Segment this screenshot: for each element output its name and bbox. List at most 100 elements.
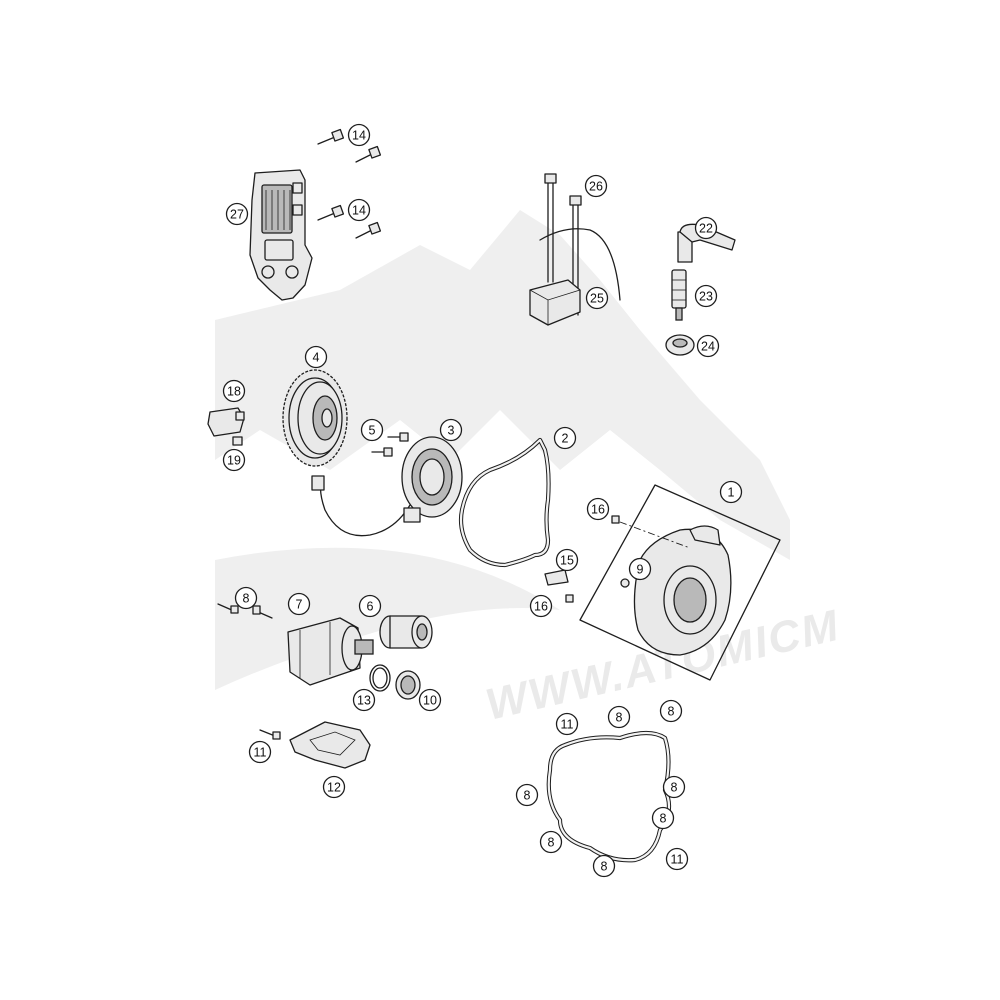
callout-label: 6 [367, 600, 374, 614]
callout-label: 2 [562, 432, 569, 446]
nut-part-19 [232, 436, 243, 446]
callout-14: 14 [347, 198, 371, 222]
callout-circle [225, 202, 249, 226]
callout-circle [694, 284, 718, 308]
callout-8: 8 [607, 705, 631, 729]
callout-circle [322, 775, 346, 799]
callout-circle [607, 705, 631, 729]
callout-label: 11 [561, 718, 574, 732]
callout-24: 24 [696, 334, 720, 358]
callout-22: 22 [694, 216, 718, 240]
bolt-part-5 [371, 432, 409, 457]
stator-part-3 [311, 436, 463, 537]
callout-label: 7 [296, 598, 303, 612]
callout-circle [352, 688, 376, 712]
callout-circle [360, 418, 384, 442]
clip-part-15 [544, 569, 569, 586]
sensor-part-18 [207, 407, 245, 437]
callout-label: 8 [243, 592, 250, 606]
callout-label: 8 [601, 860, 608, 874]
callout-1: 1 [719, 480, 743, 504]
callout-label: 14 [352, 204, 366, 218]
callout-circle [696, 334, 720, 358]
callout-circle [553, 426, 577, 450]
callout-label: 8 [671, 781, 678, 795]
callout-circle [358, 594, 382, 618]
callout-label: 24 [701, 340, 715, 354]
callout-7: 7 [287, 592, 311, 616]
callout-circle [586, 497, 610, 521]
bushing-part-10 [395, 670, 421, 700]
callout-circle [555, 548, 579, 572]
callout-circle [694, 216, 718, 240]
callout-circle [539, 830, 563, 854]
callout-23: 23 [694, 284, 718, 308]
callout-circle [222, 448, 246, 472]
callout-label: 12 [327, 781, 341, 795]
callout-8: 8 [234, 586, 258, 610]
o-ring-part-13 [369, 664, 391, 692]
callout-8: 8 [651, 806, 675, 830]
outer-gasket [546, 730, 672, 863]
electronic-module-part-27 [249, 169, 313, 301]
callout-circle [585, 286, 609, 310]
callout-circle [584, 174, 608, 198]
callout-25: 25 [585, 286, 609, 310]
callout-circle [651, 806, 675, 830]
callout-8: 8 [592, 854, 616, 878]
starter-motor-part-7 [287, 617, 374, 686]
callout-label: 13 [357, 694, 371, 708]
callout-12: 12 [322, 775, 346, 799]
flywheel-part-4 [282, 369, 348, 467]
gasket-part-2 [458, 437, 551, 568]
callout-label: 3 [448, 424, 455, 438]
callout-circle [347, 123, 371, 147]
bolt-part-8 [217, 603, 273, 619]
callout-27: 27 [225, 202, 249, 226]
bolt-part-11 [259, 729, 281, 740]
callout-label: 19 [227, 454, 241, 468]
callout-19: 19 [222, 448, 246, 472]
callout-11: 11 [665, 847, 689, 871]
callout-11: 11 [248, 740, 272, 764]
callout-label: 8 [616, 711, 623, 725]
callout-5: 5 [360, 418, 384, 442]
callout-26: 26 [584, 174, 608, 198]
callout-label: 23 [699, 290, 713, 304]
callout-label: 8 [548, 836, 555, 850]
callout-circle [304, 345, 328, 369]
callout-circle [662, 775, 686, 799]
callout-circle [628, 557, 652, 581]
callout-16: 16 [586, 497, 610, 521]
washer-part-24 [665, 334, 695, 356]
callout-9: 9 [628, 557, 652, 581]
callout-label: 16 [591, 503, 605, 517]
callout-3: 3 [439, 418, 463, 442]
ignition-coil-part-25 [529, 173, 621, 326]
callout-circle [659, 699, 683, 723]
callout-label: 14 [352, 129, 366, 143]
callout-8: 8 [539, 830, 563, 854]
callout-8: 8 [659, 699, 683, 723]
callout-circle [222, 379, 246, 403]
callout-8: 8 [662, 775, 686, 799]
callout-label: 8 [660, 812, 667, 826]
callout-6: 6 [358, 594, 382, 618]
callout-label: 8 [668, 705, 675, 719]
plug-part-9 [620, 578, 630, 588]
callout-13: 13 [352, 688, 376, 712]
callout-label: 5 [369, 424, 376, 438]
callout-circle [719, 480, 743, 504]
callout-15: 15 [555, 548, 579, 572]
ignition-cover-part-1 [579, 484, 781, 681]
watermark-mountain-shape [215, 210, 790, 560]
callout-label: 25 [590, 292, 604, 306]
callout-2: 2 [553, 426, 577, 450]
cover-plate-part-12 [289, 721, 371, 769]
callout-label: 27 [230, 208, 244, 222]
callout-circle [592, 854, 616, 878]
screw-part-14 [317, 128, 382, 239]
callout-label: 9 [637, 563, 644, 577]
